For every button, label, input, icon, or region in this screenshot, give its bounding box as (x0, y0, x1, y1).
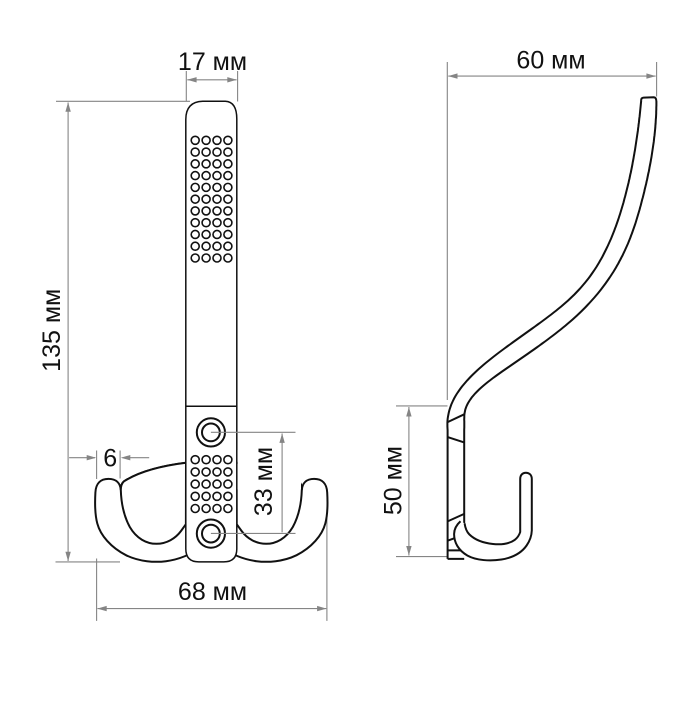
svg-text:6: 6 (103, 445, 117, 473)
svg-text:33 мм: 33 мм (250, 447, 278, 516)
svg-text:135 мм: 135 мм (38, 289, 66, 372)
svg-text:17 мм: 17 мм (178, 48, 247, 76)
svg-text:50 мм: 50 мм (380, 446, 408, 515)
svg-text:68 мм: 68 мм (178, 578, 247, 606)
svg-text:60 мм: 60 мм (516, 47, 585, 75)
